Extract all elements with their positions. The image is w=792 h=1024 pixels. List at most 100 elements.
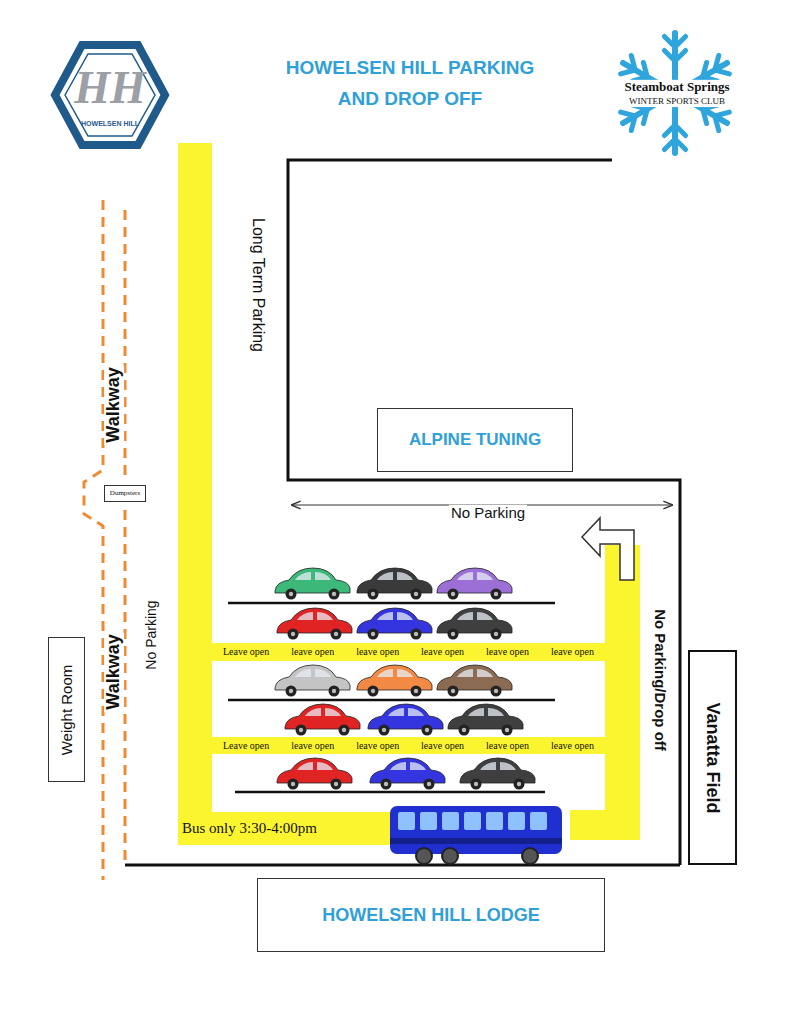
node-text: Leave open xyxy=(223,740,269,752)
car-window xyxy=(480,762,516,770)
node-text: leave open xyxy=(551,646,594,658)
parked-car xyxy=(357,568,432,600)
bus-window xyxy=(486,812,503,830)
car-body xyxy=(275,568,350,593)
node-text: leave open xyxy=(356,646,399,658)
parking-row-line xyxy=(228,603,555,792)
car-wheel xyxy=(411,686,422,697)
car-wheel xyxy=(502,725,513,736)
car-body xyxy=(357,665,432,690)
snowflake-branch xyxy=(621,112,635,116)
cars xyxy=(275,568,535,790)
bus-lane: Bus only 3:30-4:00pm xyxy=(178,812,390,845)
car-window xyxy=(457,612,493,620)
parked-car xyxy=(277,758,352,790)
car-hub xyxy=(332,689,336,693)
node-text: leave open xyxy=(291,740,334,752)
car-wheel xyxy=(491,686,502,697)
car-hub xyxy=(414,592,418,596)
logo-inner xyxy=(65,54,155,136)
car-hub xyxy=(291,782,295,786)
node-text: leave open xyxy=(486,646,529,658)
node-text: Dumpsters xyxy=(110,489,140,497)
node-text: Vanatta Field xyxy=(702,702,723,813)
car-body xyxy=(368,704,443,729)
snowflake-branch xyxy=(675,36,686,47)
area-label: Long Term Parking xyxy=(249,218,267,352)
car-hub xyxy=(289,592,293,596)
car-wheel xyxy=(424,779,435,790)
car-window xyxy=(377,572,413,580)
car-wheel xyxy=(448,589,459,600)
parked-car xyxy=(448,704,523,736)
car-hub xyxy=(332,592,336,596)
bus-window xyxy=(420,812,437,830)
logo-name: HOWELSEN HILL xyxy=(81,120,139,128)
car-window xyxy=(457,572,493,580)
car-hub xyxy=(371,632,375,636)
car-hub xyxy=(334,632,338,636)
node-text: leave open xyxy=(551,740,594,752)
lot-boundary xyxy=(125,864,680,867)
parked-car xyxy=(437,608,512,640)
logo-hexagon xyxy=(55,45,165,145)
parked-car xyxy=(275,665,350,697)
building-box: ALPINE TUNING xyxy=(377,408,573,472)
car-body xyxy=(370,758,445,783)
car-wheel xyxy=(331,629,342,640)
car-window xyxy=(297,762,333,770)
car-hub xyxy=(474,782,478,786)
bus-wheel xyxy=(442,848,458,864)
car-hub xyxy=(334,782,338,786)
map-title: HOWELSEN HILL PARKING AND DROP OFF xyxy=(282,52,538,114)
car-window xyxy=(468,708,504,716)
car-body xyxy=(437,608,512,633)
car-wheel xyxy=(339,725,350,736)
leave-open-lane: Leave openleave openleave openleave open… xyxy=(212,643,605,661)
car-hub xyxy=(494,632,498,636)
parked-car xyxy=(275,568,350,600)
car-hub xyxy=(425,728,429,732)
car-wheel xyxy=(411,589,422,600)
car-window xyxy=(457,669,493,677)
car-wheel xyxy=(329,686,340,697)
parked-car xyxy=(277,608,352,640)
turn-arrow xyxy=(582,518,634,580)
bus-window xyxy=(508,812,525,830)
zone-label: No Parking xyxy=(144,600,159,669)
car-wheel xyxy=(331,779,342,790)
car-window xyxy=(305,708,341,716)
walkway-line xyxy=(84,200,103,880)
node-text: Bus only 3:30-4:00pm xyxy=(182,820,317,837)
car-hub xyxy=(342,728,346,732)
car-window xyxy=(388,708,424,716)
car-wheel xyxy=(296,725,307,736)
logo-monogram: HH xyxy=(74,63,146,114)
bus-wheel xyxy=(522,848,538,864)
parked-car xyxy=(357,665,432,697)
parked-car xyxy=(437,568,512,600)
car-wheel xyxy=(514,779,525,790)
car-body xyxy=(437,665,512,690)
drop-off-lane xyxy=(570,810,640,840)
car-wheel xyxy=(379,725,390,736)
bus-window xyxy=(398,812,415,830)
car-window xyxy=(295,572,331,580)
node-text: leave open xyxy=(421,646,464,658)
parked-car xyxy=(437,665,512,697)
car-hub xyxy=(451,632,455,636)
car-wheel xyxy=(422,725,433,736)
node-text: leave open xyxy=(421,740,464,752)
car-hub xyxy=(289,689,293,693)
bus-window xyxy=(442,812,459,830)
car-wheel xyxy=(288,779,299,790)
field-box: Vanatta Field xyxy=(688,650,737,865)
bus-window xyxy=(530,812,547,830)
snowflake-branch xyxy=(715,70,729,74)
bus xyxy=(390,806,562,864)
club-subtitle: WINTER SPORTS CLUB xyxy=(627,97,727,107)
node-text: HOWELSEN HILL LODGE xyxy=(322,905,540,926)
car-wheel xyxy=(368,629,379,640)
car-wheel xyxy=(368,686,379,697)
